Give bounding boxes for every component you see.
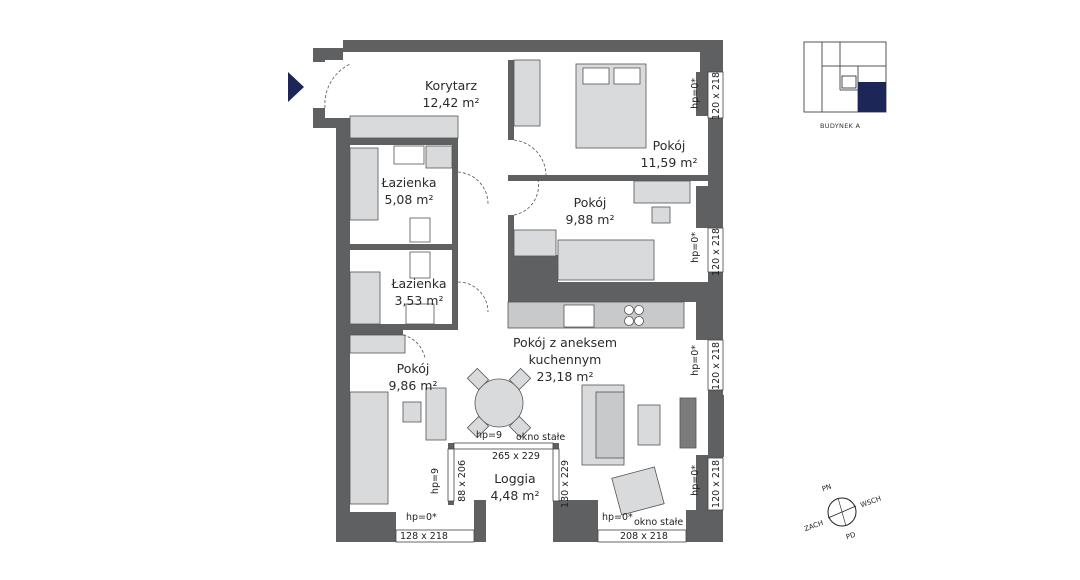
room-area: 9,86 m² [388,378,438,393]
room-name: Loggia [494,471,536,486]
room-area: 12,42 m² [422,95,480,110]
room-label-pokoj-2: Pokój 9,88 m² [545,194,635,228]
sill-height-label: hp=0* [602,512,633,523]
room-name: Łazienka [381,175,437,190]
window-frames [395,71,724,543]
window-dimension: 265 x 229 [492,451,540,462]
building-label: BUDYNEK A [820,122,861,130]
room-name: Pokój [652,138,686,153]
window-dimension: 120 x 218 [711,460,722,508]
door-swings [324,63,547,359]
window-dimension: 120 x 218 [711,342,722,390]
sill-height-label: hp=9 [476,430,503,441]
room-name: Pokój [573,195,607,210]
room-name: Łazienka [391,276,447,291]
window-dimension: 208 x 218 [620,531,668,542]
room-area: 4,48 m² [490,488,540,503]
room-name: Pokój z aneksem [512,335,618,350]
fixed-window-label: okno stałe [516,432,566,443]
room-label-pokoj-1: Pokój 11,59 m² [624,137,714,171]
key-plan [803,41,887,113]
furniture [349,59,697,516]
room-area: 23,18 m² [536,369,594,384]
sill-height-label: hp=0* [690,345,701,376]
room-label-lazienka-1: Łazienka 5,08 m² [364,174,454,208]
window-dimension: 88 x 206 [457,460,468,502]
compass-rose [827,497,857,527]
room-label-salon: Pokój z aneksem kuchennym 23,18 m² [500,334,630,385]
sill-height-label: hp=0* [690,78,701,109]
room-label-loggia: Loggia 4,48 m² [470,470,560,504]
window-dimension: 120 x 218 [711,228,722,276]
room-area: 11,59 m² [640,155,698,170]
sill-height-label: hp=0* [690,465,701,496]
sill-height-label: hp=0* [690,232,701,263]
window-dimension: 120 x 218 [711,72,722,120]
sill-height-label: hp=9 [430,468,441,495]
room-area: 5,08 m² [384,192,434,207]
room-name: Pokój [396,361,430,376]
window-dimension: 130 x 229 [560,460,571,508]
sill-height-label: hp=0* [406,512,437,523]
entrance-arrow-icon [288,72,304,102]
room-name: Korytarz [424,78,478,93]
room-area: 9,88 m² [565,212,615,227]
room-label-pokoj-3: Pokój 9,86 m² [368,360,458,394]
room-area: 3,53 m² [394,293,444,308]
room-name-line-2: kuchennym [528,352,602,367]
window-dimension: 128 x 218 [400,531,448,542]
room-label-korytarz: Korytarz 12,42 m² [406,77,496,111]
room-label-lazienka-2: Łazienka 3,53 m² [374,275,464,309]
fixed-window-label: okno stałe [634,517,684,528]
